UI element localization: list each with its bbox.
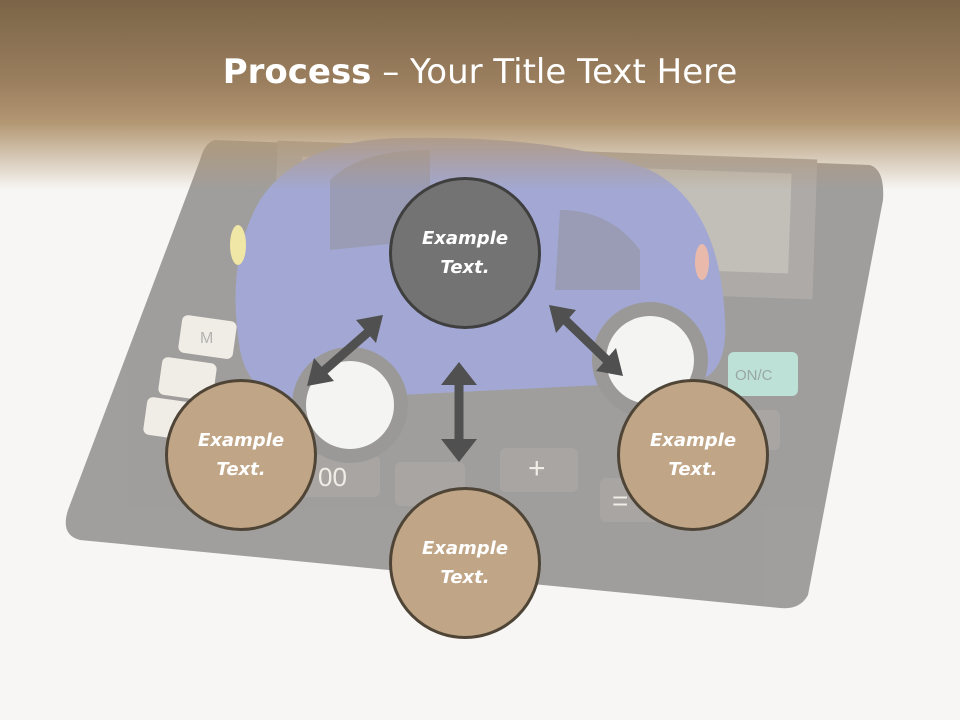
title-rest: – Your Title Text Here: [371, 52, 738, 92]
calculator-key: [728, 352, 798, 396]
toy-car-headlight: [230, 225, 246, 265]
arrow-head: [356, 315, 383, 343]
calc-key-label: ON/C: [735, 367, 773, 384]
arrow-right-shaft: [556, 311, 616, 369]
right-node[interactable]: Example Text.: [617, 379, 769, 531]
right-node-line2: Text.: [668, 459, 718, 480]
center-node-line1: Example: [421, 228, 509, 249]
arrow-head: [307, 358, 334, 386]
arrow-head: [596, 348, 623, 376]
left-node-line2: Text.: [216, 459, 266, 480]
title-bold: Process: [222, 52, 372, 92]
arrow-head: [549, 305, 576, 333]
calculator-key: [178, 315, 237, 359]
arrow-head: [441, 439, 477, 462]
arrow-head: [441, 362, 477, 385]
bottom-node-line1: Example: [421, 538, 509, 559]
arrow-left-shaft: [315, 323, 377, 380]
calc-key-label: =: [612, 485, 628, 516]
toy-car-window: [555, 210, 640, 290]
left-node[interactable]: Example Text.: [165, 379, 317, 531]
slide-title: Process – Your Title Text Here: [0, 52, 960, 92]
left-node-line1: Example: [197, 430, 285, 451]
calculator-key: [500, 448, 578, 492]
toy-car-taillight: [695, 244, 709, 280]
bottom-node-line2: Text.: [440, 567, 490, 588]
calc-key-label: 00: [318, 462, 347, 492]
calc-key-label: M: [200, 330, 213, 347]
calculator-key: [300, 455, 380, 497]
header-band: [0, 0, 960, 190]
calc-key-label: +: [528, 452, 546, 485]
center-node-line2: Text.: [440, 257, 490, 278]
center-node[interactable]: Example Text.: [389, 177, 541, 329]
bottom-node[interactable]: Example Text.: [389, 487, 541, 639]
right-node-line1: Example: [649, 430, 737, 451]
